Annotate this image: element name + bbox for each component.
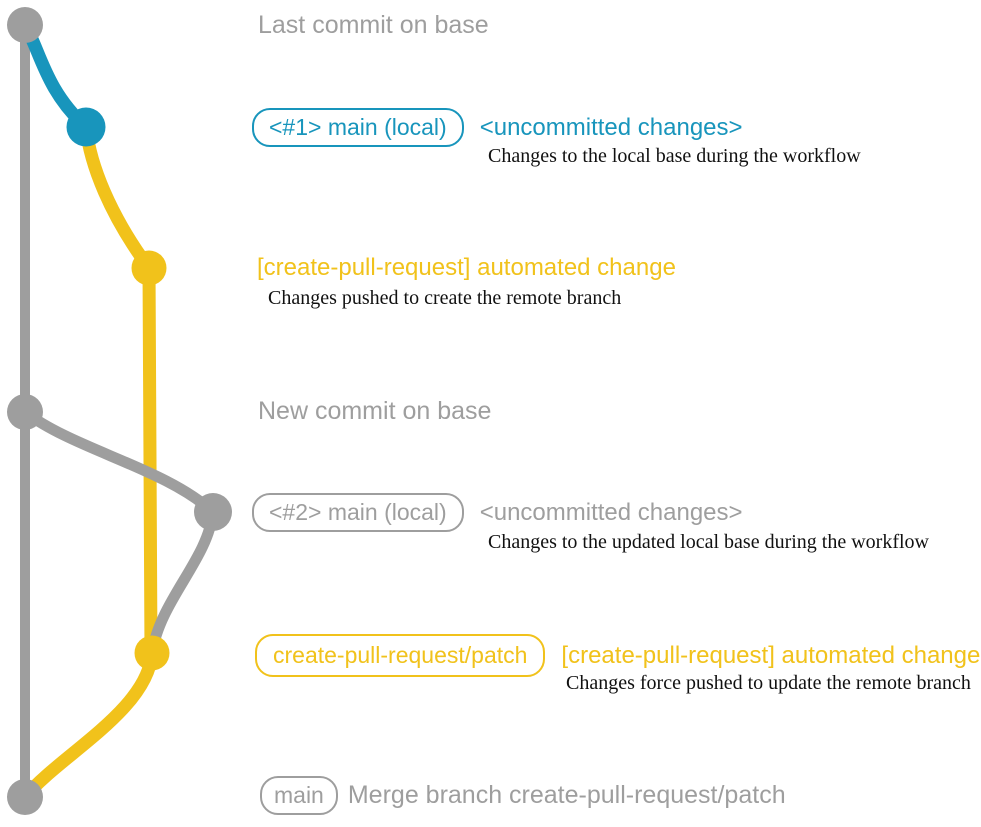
last-commit-label: Last commit on base — [258, 11, 489, 39]
commit-node-patch-commit-2 — [134, 635, 170, 671]
commit-node-main-local-2 — [194, 493, 232, 531]
commit-node-patch-commit-1 — [131, 250, 167, 286]
commit-message-1: <uncommitted changes> — [479, 113, 743, 141]
branch-badge-main-local-1: <#1> main (local) — [252, 108, 464, 147]
commit-row-3: <#2> main (local) <uncommitted changes> — [252, 493, 743, 532]
commit-description-1: Changes to the local base during the wor… — [488, 145, 861, 167]
commit-row-2: [create-pull-request] automated change — [257, 254, 676, 282]
commit-message-3: <uncommitted changes> — [479, 498, 743, 526]
new-commit-label: New commit on base — [258, 397, 492, 425]
branch-badge-main: main — [260, 776, 338, 815]
branch-edge-local-change-edge-2 — [146, 506, 219, 659]
branch-edge-rebase-edge — [19, 406, 219, 518]
commit-row-4: create-pull-request/patch [create-pull-r… — [255, 634, 980, 677]
commit-node-last-commit-on-base — [7, 7, 43, 43]
commit-message-2: [create-pull-request] automated change — [257, 254, 676, 281]
branch-badge-patch: create-pull-request/patch — [255, 634, 546, 677]
commit-description-4: Changes force pushed to update the remot… — [566, 672, 971, 694]
commit-row-5: main Merge branch create-pull-request/pa… — [260, 776, 786, 815]
commit-node-merge-commit — [7, 779, 43, 815]
commit-node-new-commit-on-base — [7, 394, 43, 430]
commit-description-3: Changes to the updated local base during… — [488, 531, 929, 553]
branch-edge-patch-branch-edge-1 — [79, 120, 156, 275]
commit-message-5: Merge branch create-pull-request/patch — [347, 781, 786, 809]
commit-node-main-local-1 — [66, 107, 106, 147]
branch-edge-merge-edge — [18, 646, 159, 804]
branch-edge-patch-branch-line — [142, 261, 158, 660]
commit-row-1: <#1> main (local) <uncommitted changes> — [252, 108, 743, 147]
branch-badge-main-local-2: <#2> main (local) — [252, 493, 464, 532]
commit-description-2: Changes pushed to create the remote bran… — [268, 287, 622, 309]
commit-message-4: [create-pull-request] automated change — [561, 641, 981, 669]
